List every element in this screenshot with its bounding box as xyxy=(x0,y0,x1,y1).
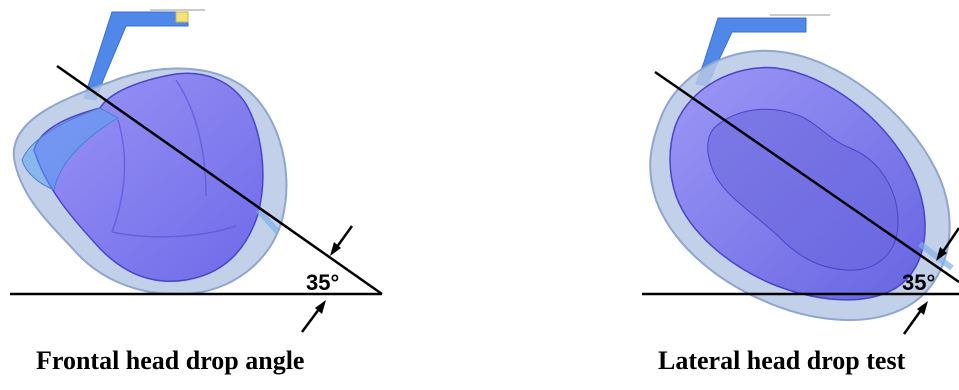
frontal-panel: 35° xyxy=(10,9,383,333)
inclined-line xyxy=(654,70,959,284)
inclined-line xyxy=(56,64,383,296)
neck-strap xyxy=(918,241,954,271)
lateral-panel: 35° xyxy=(642,14,959,335)
angle-label: 35° xyxy=(306,270,339,295)
arrow-upper xyxy=(330,225,354,256)
neck-strap xyxy=(255,207,281,235)
angle-label: 35° xyxy=(902,270,935,295)
helmet-recess xyxy=(707,108,899,271)
helmet-seam xyxy=(111,79,237,238)
helmet-visor xyxy=(21,107,119,191)
caption-frontal: Frontal head drop angle xyxy=(36,346,305,375)
arrow-lower xyxy=(300,300,326,333)
arrow-lower xyxy=(902,301,928,335)
arrow-upper xyxy=(936,227,959,261)
caption-lateral: Lateral head drop test xyxy=(658,346,906,375)
bracket-arm xyxy=(83,9,205,101)
